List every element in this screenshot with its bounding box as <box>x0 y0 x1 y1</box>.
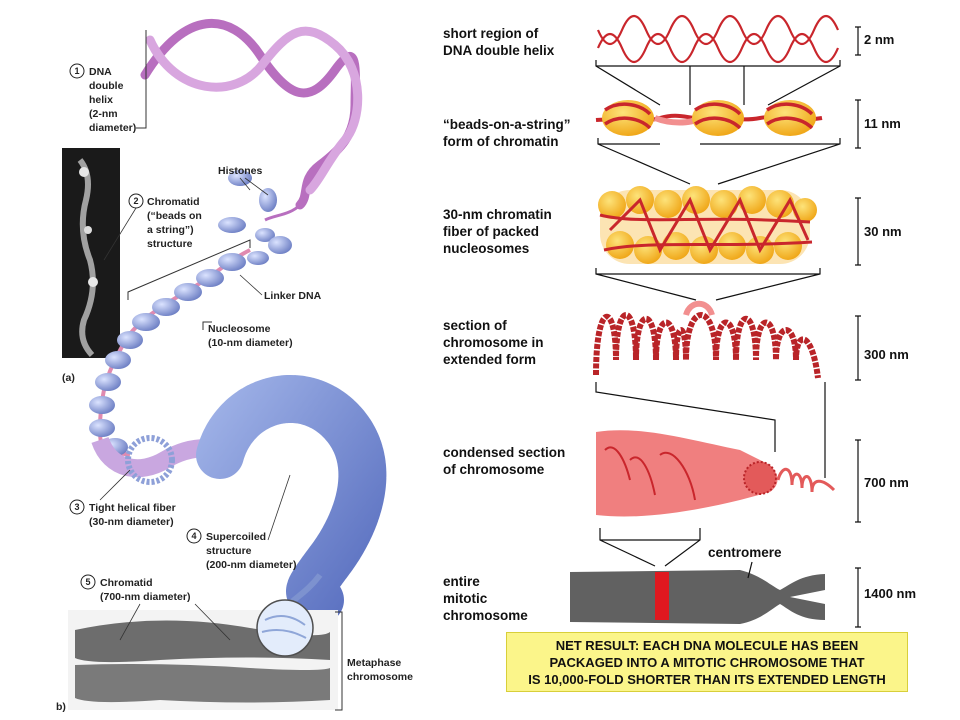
metaphase-chromosome-image <box>68 599 338 710</box>
step-5-label: 5 Chromatid (700-nm diameter) <box>80 574 231 641</box>
step-2-line-2: (“beads on <box>147 210 202 222</box>
step-4-line-3: (200-nm diameter) <box>206 559 296 571</box>
step-3-line-1: Tight helical fiber <box>89 502 176 514</box>
histones-label: Histones <box>218 165 263 177</box>
level-1-line-1: short region of <box>443 26 539 41</box>
net-result-line-3: IS 10,000-FOLD SHORTER THAN ITS EXTENDED… <box>528 671 886 687</box>
net-result-line-1: NET RESULT: EACH DNA MOLECULE HAS BEEN <box>555 637 859 653</box>
chromatid-bracket <box>127 239 251 300</box>
step-1-line-2: double <box>89 80 124 92</box>
zoom-connector-5 <box>599 528 701 567</box>
level-1-line-2: DNA double helix <box>443 43 555 58</box>
linker-dna-label: Linker DNA <box>264 290 322 302</box>
step-1-line-5: diameter) <box>89 122 136 134</box>
step-3-number: 3 <box>74 502 79 512</box>
level-6-line-3: chromosome <box>443 608 528 623</box>
panel-a-label: (a) <box>62 372 75 384</box>
nucleosome-line-2: (10-nm diameter) <box>208 337 293 349</box>
level-6-line-1: entire <box>443 574 480 589</box>
step-5-badge <box>80 574 96 590</box>
level-2-line-1: “beads-on-a-string” <box>443 117 571 132</box>
level-3-line-3: nucleosomes <box>443 241 529 256</box>
beads-on-string-diagram <box>595 100 823 136</box>
step-4-line-2: structure <box>206 545 252 557</box>
centromere-label: centromere <box>708 545 782 560</box>
zoom-connector-1 <box>595 60 841 106</box>
metaphase-label: Metaphase chromosome <box>335 611 413 711</box>
extended-chromosome-diagram <box>593 300 821 379</box>
left-illustration: 1 DNA double helix (2-nm diameter) Histo… <box>56 19 413 713</box>
step-1-line-3: helix <box>89 94 113 106</box>
dna-helix-short-region <box>596 14 840 64</box>
condensed-section-diagram <box>596 430 836 517</box>
step-2-line-4: structure <box>147 238 193 250</box>
metaphase-line-1: Metaphase <box>347 657 401 669</box>
step-5-line-1: Chromatid <box>100 577 153 589</box>
level-4-line-1: section of <box>443 318 507 333</box>
size-300nm: 300 nm <box>864 347 909 362</box>
level-2-line-2: form of chromatin <box>443 134 559 149</box>
size-2nm: 2 nm <box>864 32 894 47</box>
nucleosome-line-1: Nucleosome <box>208 323 271 335</box>
step-5-line-2: (700-nm diameter) <box>100 591 190 603</box>
net-result-box: NET RESULT: EACH DNA MOLECULE HAS BEEN P… <box>506 632 908 692</box>
micrograph-image <box>62 148 120 358</box>
step-1-line-4: (2-nm <box>89 108 118 120</box>
step-4-line-1: Supercoiled <box>206 531 266 543</box>
level-4-line-3: extended form <box>443 352 536 367</box>
step-2-label: 2 Chromatid (“beads on a string”) struct… <box>103 193 202 261</box>
supercoiled-structure-illustration <box>196 375 387 624</box>
size-scale-bars <box>855 26 861 628</box>
chromatin-fiber-30nm-diagram <box>598 186 817 264</box>
nucleosome-label: Nucleosome (10-nm diameter) <box>202 321 293 349</box>
size-1400nm: 1400 nm <box>864 586 916 601</box>
level-4-label: section of chromosome in extended form <box>443 318 544 367</box>
level-2-label: “beads-on-a-string” form of chromatin <box>443 117 571 149</box>
step-3-badge <box>69 499 85 515</box>
size-700nm: 700 nm <box>864 475 909 490</box>
size-30nm: 30 nm <box>864 224 902 239</box>
panel-b-label: b) <box>56 701 66 713</box>
step-1-line-1: DNA <box>89 66 112 78</box>
step-1-label: 1 DNA double helix (2-nm diameter) <box>69 30 147 134</box>
step-2-number: 2 <box>133 196 138 206</box>
beads-on-string-illustration <box>89 248 251 457</box>
step-1-number: 1 <box>74 66 79 76</box>
level-3-label: 30-nm chromatin fiber of packed nucleoso… <box>443 207 552 256</box>
step-2-line-1: Chromatid <box>147 196 200 208</box>
zoom-connector-4 <box>595 382 826 478</box>
mitotic-chromosome-diagram <box>570 570 825 624</box>
step-4-badge <box>186 528 202 544</box>
level-5-line-1: condensed section <box>443 445 565 460</box>
zoom-connector-3 <box>595 268 821 301</box>
level-6-label: entire mitotic chromosome <box>443 574 528 623</box>
histones-illustration <box>218 170 292 265</box>
level-3-line-1: 30-nm chromatin <box>443 207 552 222</box>
level-4-line-2: chromosome in <box>443 335 544 350</box>
step-5-number: 5 <box>85 577 90 587</box>
step-4-number: 4 <box>191 531 196 541</box>
centromere-marker <box>655 572 669 620</box>
step-2-line-3: a string”) <box>147 224 194 236</box>
net-result-line-2: PACKAGED INTO A MITOTIC CHROMOSOME THAT <box>549 654 865 670</box>
zoom-connector-2 <box>597 138 841 185</box>
level-5-line-2: of chromosome <box>443 462 545 477</box>
level-3-line-2: fiber of packed <box>443 224 539 239</box>
step-3-label: 3 Tight helical fiber (30-nm diameter) <box>69 469 176 528</box>
metaphase-line-2: chromosome <box>347 671 413 683</box>
level-6-line-2: mitotic <box>443 591 488 606</box>
dna-double-helix-illustration <box>140 19 363 222</box>
level-5-label: condensed section of chromosome <box>443 445 565 477</box>
step-1-badge <box>69 63 85 79</box>
right-illustration: short region of DNA double helix “beads-… <box>443 14 916 628</box>
level-1-label: short region of DNA double helix <box>443 26 555 58</box>
size-11nm: 11 nm <box>864 116 901 131</box>
step-4-label: 4 Supercoiled structure (200-nm diameter… <box>186 474 296 571</box>
step-3-line-2: (30-nm diameter) <box>89 516 174 528</box>
